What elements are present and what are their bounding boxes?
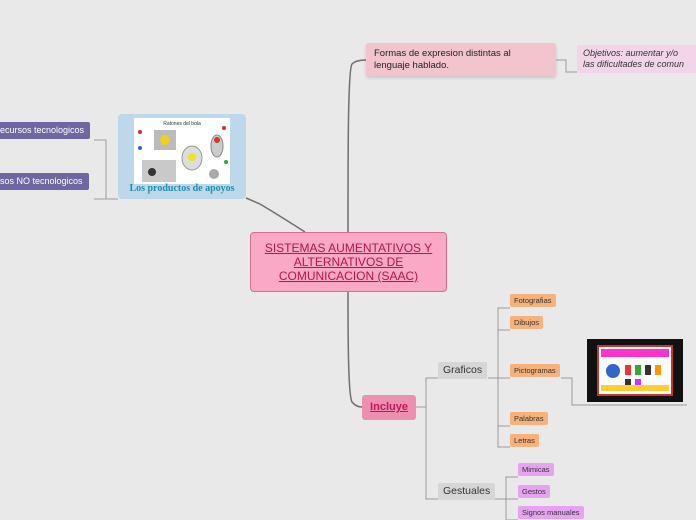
connector-formas-objetivos bbox=[556, 59, 577, 73]
formas-label: Formas de expresion distintas al lenguaj… bbox=[374, 48, 511, 71]
topic-formas-expresion[interactable]: Formas de expresion distintas al lenguaj… bbox=[366, 43, 556, 76]
connector-pictogramas-image bbox=[561, 377, 687, 406]
pictogramas-image bbox=[587, 339, 683, 402]
leaf-pictogramas[interactable]: Pictogramas bbox=[510, 364, 560, 377]
objetivos-line-2: las dificultades de comun bbox=[583, 59, 685, 69]
topic-objetivos[interactable]: Objetivos: aumentar y/o las dificultades… bbox=[577, 45, 696, 73]
recursos-tec-label: ecursos tecnologicos bbox=[0, 125, 85, 135]
leaf-pictogramas-label: Pictogramas bbox=[514, 366, 556, 375]
leaf-palabras-label: Palabras bbox=[514, 414, 544, 423]
connector-productos-recursos bbox=[94, 139, 118, 200]
leaf-gestos[interactable]: Gestos bbox=[518, 485, 550, 498]
leaf-signos-manuales-label: Signos manuales bbox=[522, 508, 580, 517]
topic-graficos[interactable]: Graficos bbox=[438, 362, 488, 379]
productos-image: Ratones del bola bbox=[134, 118, 230, 184]
leaf-gestos-label: Gestos bbox=[522, 487, 546, 496]
connector-graficos-leaves bbox=[488, 307, 510, 448]
connector-central-productos bbox=[245, 197, 306, 233]
central-topic-label: SISTEMAS AUMENTATIVOS Y ALTERNATIVOS DE … bbox=[264, 241, 433, 283]
topic-recursos-tecnologicos[interactable]: ecursos tecnologicos bbox=[0, 122, 91, 139]
connector-gestuales-leaves bbox=[494, 476, 518, 520]
central-topic[interactable]: SISTEMAS AUMENTATIVOS Y ALTERNATIVOS DE … bbox=[250, 232, 447, 292]
recursos-notec-label: sos NO tecnologicos bbox=[0, 176, 83, 186]
connector-central-formas bbox=[347, 59, 367, 233]
productos-image-title: Ratones del bola bbox=[163, 121, 201, 127]
incluye-label: Incluye bbox=[370, 401, 408, 413]
connector-incluye-gestuales bbox=[425, 407, 438, 500]
topic-incluye[interactable]: Incluye bbox=[362, 395, 416, 420]
leaf-fotografias-label: Fotografias bbox=[514, 296, 552, 305]
leaf-palabras[interactable]: Palabras bbox=[510, 412, 548, 425]
topic-productos-apoyos[interactable]: Ratones del bola Los productos de apoyos bbox=[118, 114, 246, 199]
leaf-dibujos[interactable]: Dibujos bbox=[510, 316, 544, 329]
leaf-signos-manuales[interactable]: Signos manuales bbox=[518, 506, 584, 519]
graficos-label: Graficos bbox=[443, 364, 483, 376]
connector-central-incluye bbox=[347, 291, 363, 408]
leaf-mimicas[interactable]: Mimicas bbox=[518, 463, 554, 476]
gestuales-label: Gestuales bbox=[443, 485, 491, 497]
leaf-mimicas-label: Mimicas bbox=[522, 465, 550, 474]
objetivos-line-1: Objetivos: aumentar y/o bbox=[583, 48, 679, 58]
leaf-fotografias[interactable]: Fotografias bbox=[510, 294, 556, 307]
connector-incluye-graficos bbox=[416, 377, 438, 408]
topic-recursos-no-tecnologicos[interactable]: sos NO tecnologicos bbox=[0, 173, 89, 190]
leaf-letras-label: Letras bbox=[514, 436, 535, 445]
pictogramas-image-board bbox=[597, 345, 673, 396]
leaf-dibujos-label: Dibujos bbox=[514, 318, 540, 327]
leaf-letras[interactable]: Letras bbox=[510, 434, 539, 447]
productos-caption: Los productos de apoyos bbox=[129, 183, 235, 194]
topic-gestuales[interactable]: Gestuales bbox=[438, 483, 496, 500]
